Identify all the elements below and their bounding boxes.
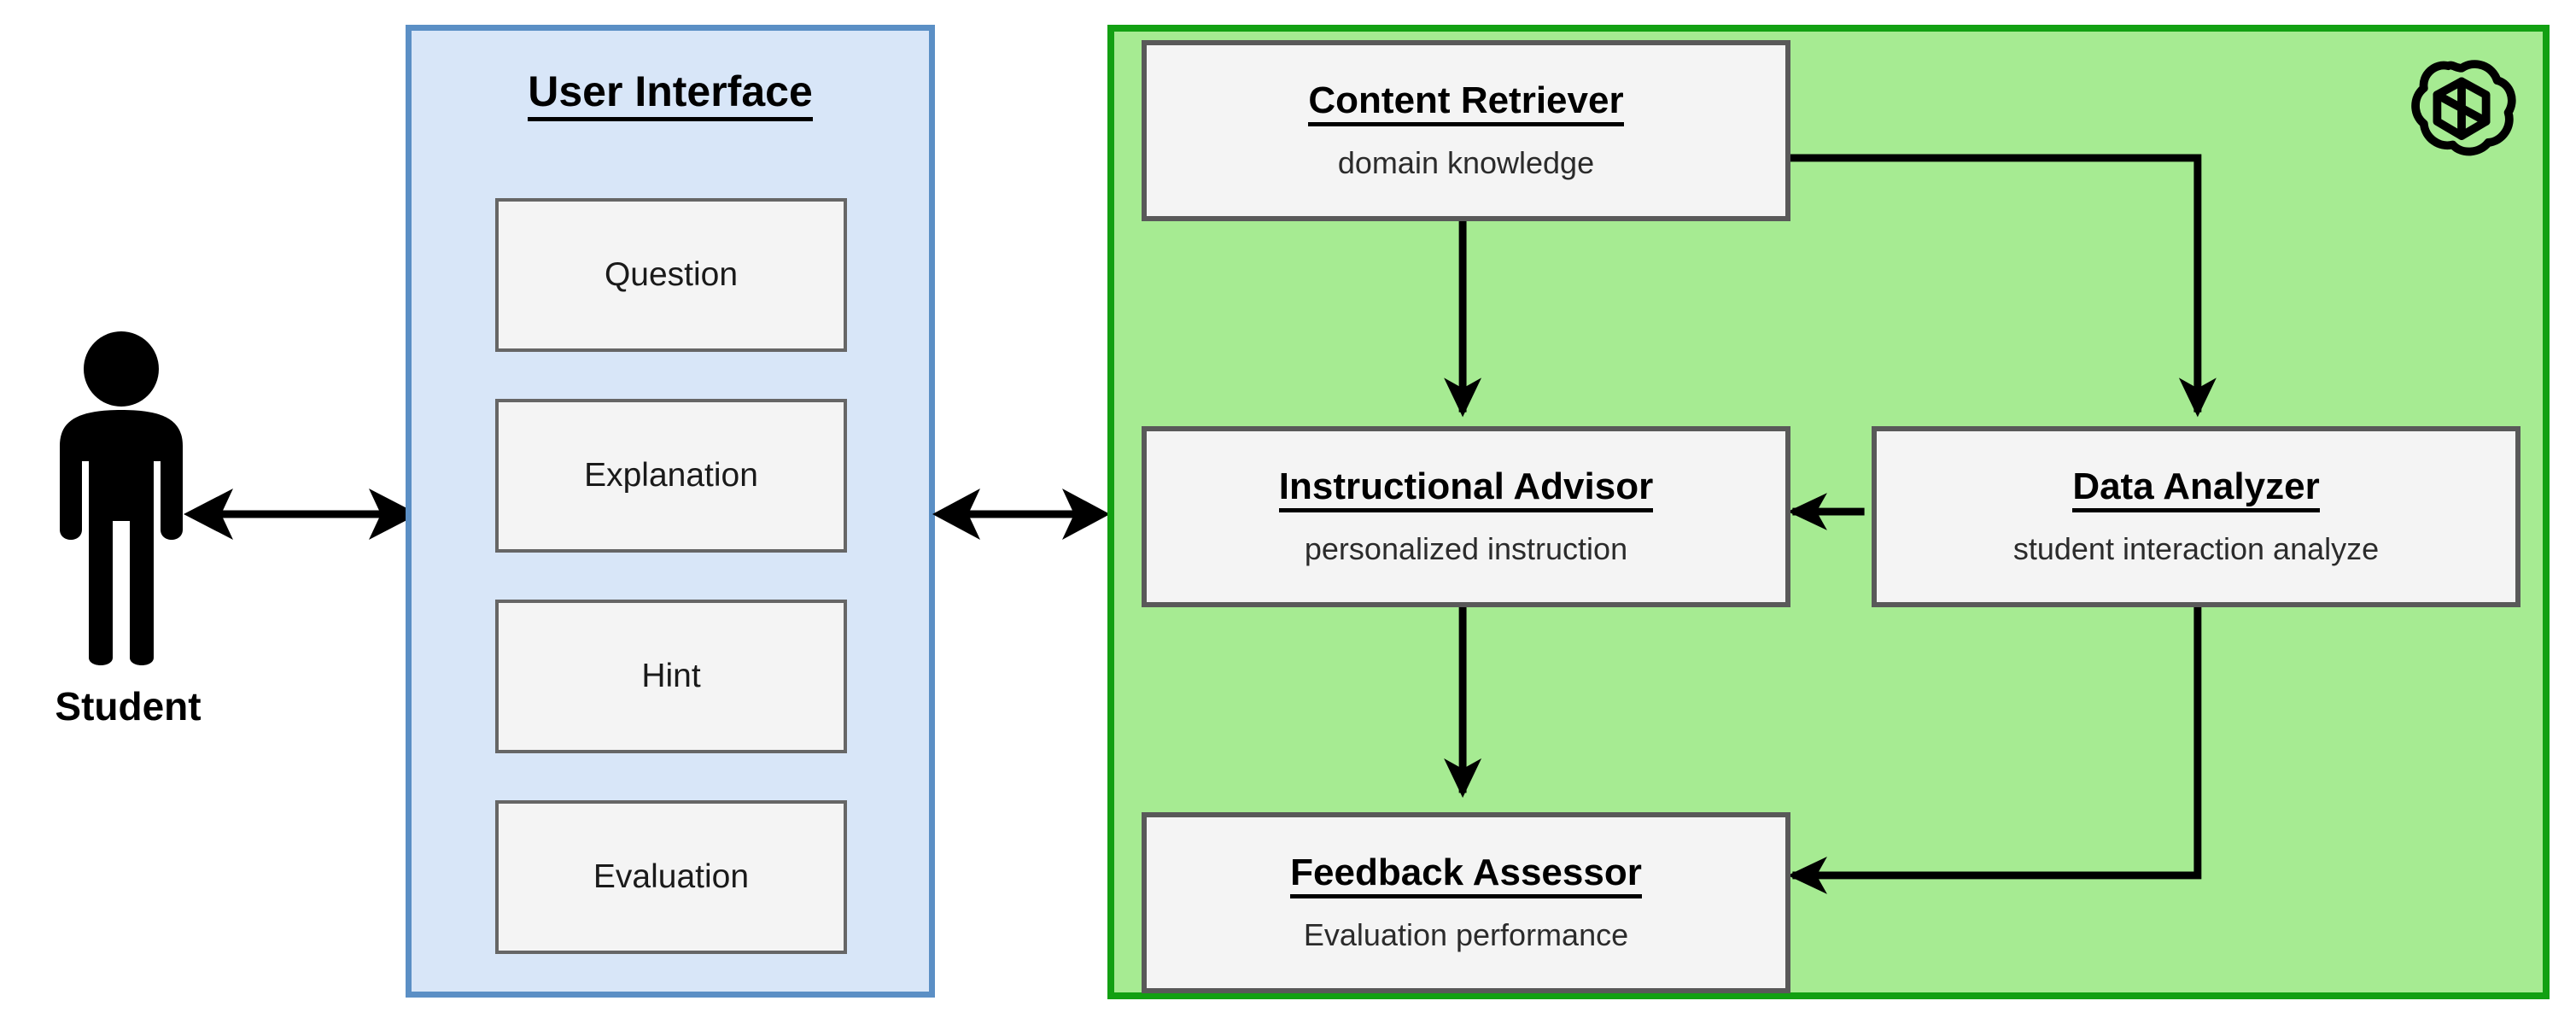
agent-title: Instructional Advisor <box>1278 466 1654 513</box>
agent-box-feedback-assessor[interactable]: Feedback Assessor Evaluation performance <box>1142 812 1790 993</box>
agent-subtitle: Evaluation performance <box>1303 917 1629 953</box>
ui-to-agents-arrow <box>932 489 1110 540</box>
ui-item-question[interactable]: Question <box>495 198 847 352</box>
ui-item-label: Hint <box>641 658 701 694</box>
student-to-ui-arrow <box>184 489 418 540</box>
agent-box-data-analyzer[interactable]: Data Analyzer student interaction analyz… <box>1872 426 2521 607</box>
agent-system-panel: Content Retriever domain knowledge Instr… <box>1107 25 2550 999</box>
ui-item-label: Question <box>604 256 739 293</box>
agent-box-instructional-advisor[interactable]: Instructional Advisor personalized instr… <box>1142 426 1790 607</box>
ui-item-explanation[interactable]: Explanation <box>495 399 847 553</box>
agent-subtitle: student interaction analyze <box>2012 531 2380 567</box>
openai-logo-icon <box>2411 60 2516 156</box>
agent-subtitle: domain knowledge <box>1337 145 1595 181</box>
ui-item-hint[interactable]: Hint <box>495 600 847 753</box>
agent-title: Feedback Assessor <box>1290 852 1642 899</box>
ui-item-label: Evaluation <box>593 858 750 895</box>
agent-title: Data Analyzer <box>2072 466 2320 513</box>
student-label: Student <box>55 684 202 729</box>
ui-item-label: Explanation <box>584 457 758 494</box>
agent-title: Content Retriever <box>1308 80 1624 127</box>
user-interface-panel: User Interface Question Explanation Hint… <box>406 25 935 998</box>
agent-box-content-retriever[interactable]: Content Retriever domain knowledge <box>1142 40 1790 221</box>
agent-subtitle: personalized instruction <box>1304 531 1628 567</box>
person-silhouette-icon <box>60 331 183 665</box>
student-actor: Student <box>34 325 222 769</box>
user-interface-title-text: User Interface <box>528 69 813 121</box>
ui-item-evaluation[interactable]: Evaluation <box>495 800 847 954</box>
user-interface-item-list: Question Explanation Hint Evaluation <box>495 198 847 1001</box>
user-interface-title: User Interface <box>412 67 929 121</box>
